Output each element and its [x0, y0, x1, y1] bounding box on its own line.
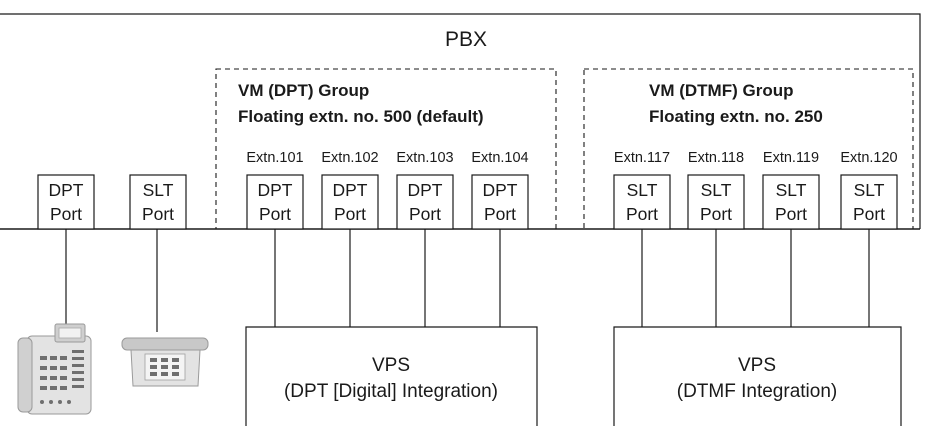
dpt-telephone-icon — [17, 323, 92, 415]
connection-lines — [65, 229, 870, 332]
vps-dpt-integration: (DPT [Digital] Integration) — [284, 381, 498, 402]
slt-port: SLT Port — [613, 174, 671, 230]
svg-text:Port: Port — [484, 204, 516, 224]
slt-telephone-icon — [121, 337, 209, 387]
vps-dtmf-label: VPS — [738, 355, 776, 376]
dpt-port: DPT Port — [396, 174, 454, 230]
svg-text:Port: Port — [334, 204, 366, 224]
svg-text:DPT: DPT — [49, 180, 84, 200]
svg-text:DPT: DPT — [258, 180, 293, 200]
dpt-port: DPT Port — [246, 174, 304, 230]
dpt-port: DPT Port — [37, 174, 95, 230]
slt-port: SLT Port — [129, 174, 187, 230]
svg-text:Port: Port — [775, 204, 807, 224]
svg-text:Port: Port — [142, 204, 174, 224]
pbx-frame — [0, 13, 921, 229]
svg-text:SLT: SLT — [701, 180, 732, 200]
pbx-label: PBX — [445, 28, 487, 51]
vps-dpt-label: VPS — [372, 355, 410, 376]
svg-text:Port: Port — [409, 204, 441, 224]
svg-text:SLT: SLT — [776, 180, 807, 200]
vm-dtmf-group-box — [583, 68, 914, 230]
extension-label: Extn.117 — [614, 150, 670, 166]
svg-text:Port: Port — [700, 204, 732, 224]
slt-port: SLT Port — [762, 174, 820, 230]
extension-label: Extn.104 — [471, 150, 528, 166]
extension-label: Extn.120 — [840, 150, 897, 166]
vm-dpt-group-title: VM (DPT) Group — [238, 81, 369, 100]
dpt-port: DPT Port — [321, 174, 379, 230]
svg-text:Port: Port — [626, 204, 658, 224]
svg-text:SLT: SLT — [627, 180, 658, 200]
svg-text:SLT: SLT — [143, 180, 174, 200]
extension-label: Extn.101 — [246, 150, 303, 166]
vps-dpt-box: VPS (DPT [Digital] Integration) — [245, 326, 538, 426]
slt-port: SLT Port — [687, 174, 745, 230]
svg-text:Port: Port — [853, 204, 885, 224]
vm-dpt-group-floating: Floating extn. no. 500 (default) — [238, 107, 484, 126]
svg-text:Port: Port — [259, 204, 291, 224]
svg-text:Port: Port — [50, 204, 82, 224]
svg-text:DPT: DPT — [408, 180, 443, 200]
vm-dtmf-group-floating: Floating extn. no. 250 — [649, 107, 823, 126]
extension-label: Extn.118 — [688, 150, 744, 166]
vm-dpt-group-box — [215, 68, 557, 230]
dpt-port: DPT Port — [471, 174, 529, 230]
svg-text:DPT: DPT — [483, 180, 518, 200]
vps-dtmf-box: VPS (DTMF Integration) — [613, 326, 902, 426]
extension-label: Extn.103 — [396, 150, 453, 166]
extension-label: Extn.102 — [321, 150, 378, 166]
vm-dtmf-group-title: VM (DTMF) Group — [649, 81, 793, 100]
svg-text:DPT: DPT — [333, 180, 368, 200]
svg-text:SLT: SLT — [854, 180, 885, 200]
vps-dtmf-integration: (DTMF Integration) — [677, 381, 837, 402]
slt-port: SLT Port — [840, 174, 898, 230]
extension-label: Extn.119 — [763, 150, 819, 166]
